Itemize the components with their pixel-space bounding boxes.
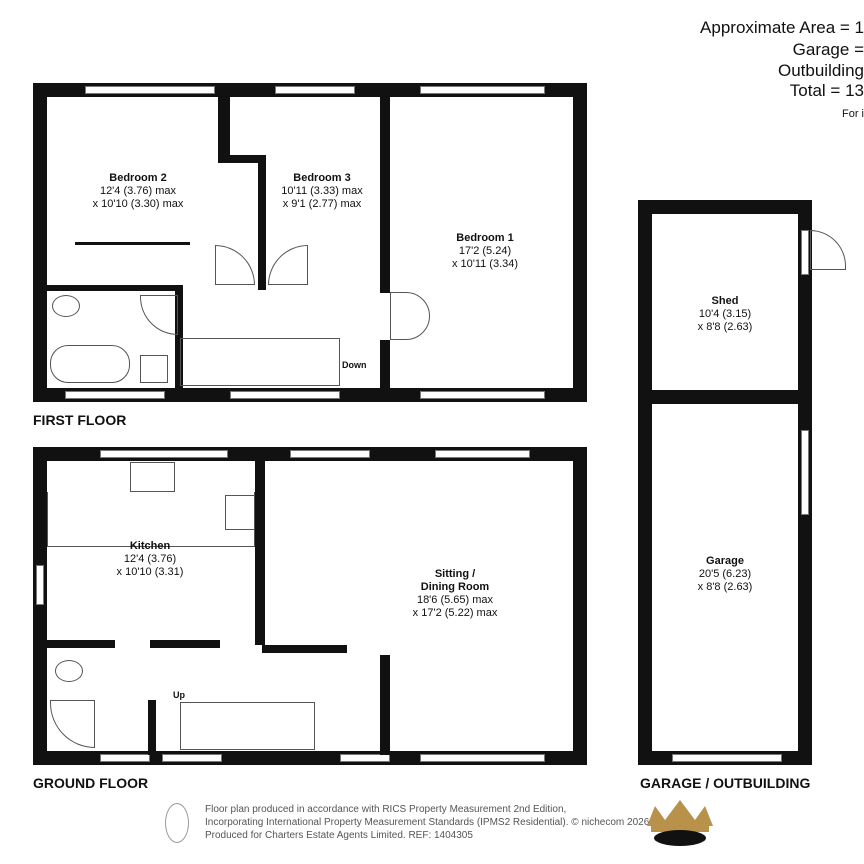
room-dim: x 10'10 (3.30) max (92, 198, 184, 210)
door-opening (801, 230, 809, 275)
footer-line: Incorporating International Property Mea… (205, 817, 653, 828)
window (801, 430, 809, 515)
window (230, 391, 340, 399)
room-dim: 10'4 (3.15) (698, 308, 752, 320)
room-dim: x 10'11 (3.34) (451, 258, 519, 270)
garage-door (672, 754, 782, 762)
wardrobe (75, 242, 190, 245)
wall (148, 700, 156, 755)
footer-disclaimer: Floor plan produced in accordance with R… (205, 803, 652, 842)
basin-icon (140, 355, 168, 383)
window (290, 450, 370, 458)
wall (380, 655, 390, 755)
wall (175, 285, 183, 390)
window (275, 86, 355, 94)
room-dim: x 9'1 (2.77) max (282, 198, 362, 210)
room-dim: 10'11 (3.33) max (281, 185, 363, 197)
front-door (340, 754, 390, 762)
window (162, 754, 222, 762)
door-swing (390, 292, 430, 340)
wall (638, 390, 812, 404)
room-name: Bedroom 3 (293, 172, 351, 184)
room-name: Shed (711, 295, 739, 307)
room-dim: x 8'8 (2.63) (697, 321, 753, 333)
info-person-icon (165, 803, 189, 843)
area-line: Garage = (792, 40, 864, 59)
wall (40, 285, 180, 291)
window (420, 391, 545, 399)
stairs-down-label: Down (342, 360, 367, 370)
staircase (180, 338, 340, 386)
toilet-icon (52, 295, 80, 317)
wall (638, 200, 812, 214)
sink-icon (130, 462, 175, 492)
wall (33, 447, 47, 765)
door-swing (810, 230, 846, 270)
door-swing (215, 245, 255, 285)
garage-label: GARAGE / OUTBUILDING (640, 775, 811, 791)
staircase (180, 702, 315, 750)
window (100, 450, 228, 458)
wall (573, 447, 587, 765)
crown-logo-icon (647, 800, 713, 846)
window (420, 86, 545, 94)
wall (255, 447, 265, 645)
room-dim: 18'6 (5.65) max (416, 594, 494, 606)
room-dim: 17'2 (5.24) (458, 245, 512, 257)
door-swing (268, 245, 308, 285)
room-name: Bedroom 1 (456, 232, 514, 244)
area-line: Approximate Area = 1 (700, 18, 864, 37)
window (85, 86, 215, 94)
wall (573, 83, 587, 402)
door-swing (140, 295, 178, 335)
wall (218, 83, 230, 161)
window (435, 450, 530, 458)
wall (380, 340, 390, 400)
area-note: For i (842, 108, 864, 120)
first-floor-label: FIRST FLOOR (33, 412, 127, 428)
room-name: Dining Room (420, 581, 490, 593)
area-line: Outbuilding (777, 61, 864, 80)
toilet-icon (55, 660, 83, 682)
room-name: Sitting / (434, 568, 476, 580)
wall (150, 640, 220, 648)
room-name: Kitchen (129, 540, 171, 552)
room-dim: x 10'10 (3.31) (116, 566, 184, 578)
window (65, 391, 165, 399)
wall (218, 155, 266, 163)
bath-icon (50, 345, 130, 383)
area-line: Total = 13 (789, 81, 864, 100)
room-dim: 20'5 (6.23) (698, 568, 752, 580)
door-opening (36, 565, 44, 605)
ground-floor-label: GROUND FLOOR (33, 775, 149, 791)
shower-icon (50, 700, 95, 748)
wall (40, 640, 115, 648)
stairs-up-label: Up (173, 690, 185, 700)
worktop (47, 492, 255, 547)
wall (380, 83, 390, 293)
room-dim: x 8'8 (2.63) (697, 581, 753, 593)
wall (33, 83, 47, 402)
wall (262, 645, 347, 653)
room-name: Garage (706, 555, 744, 567)
room-name: Bedroom 2 (109, 172, 167, 184)
wall (258, 155, 266, 290)
window (100, 754, 150, 762)
wall (638, 200, 652, 765)
room-dim: 12'4 (3.76) (123, 553, 177, 565)
footer-line: Produced for Charters Estate Agents Limi… (205, 830, 473, 841)
window (420, 754, 545, 762)
footer-line: Floor plan produced in accordance with R… (205, 804, 567, 815)
room-dim: 12'4 (3.76) max (99, 185, 177, 197)
room-dim: x 17'2 (5.22) max (412, 607, 498, 619)
